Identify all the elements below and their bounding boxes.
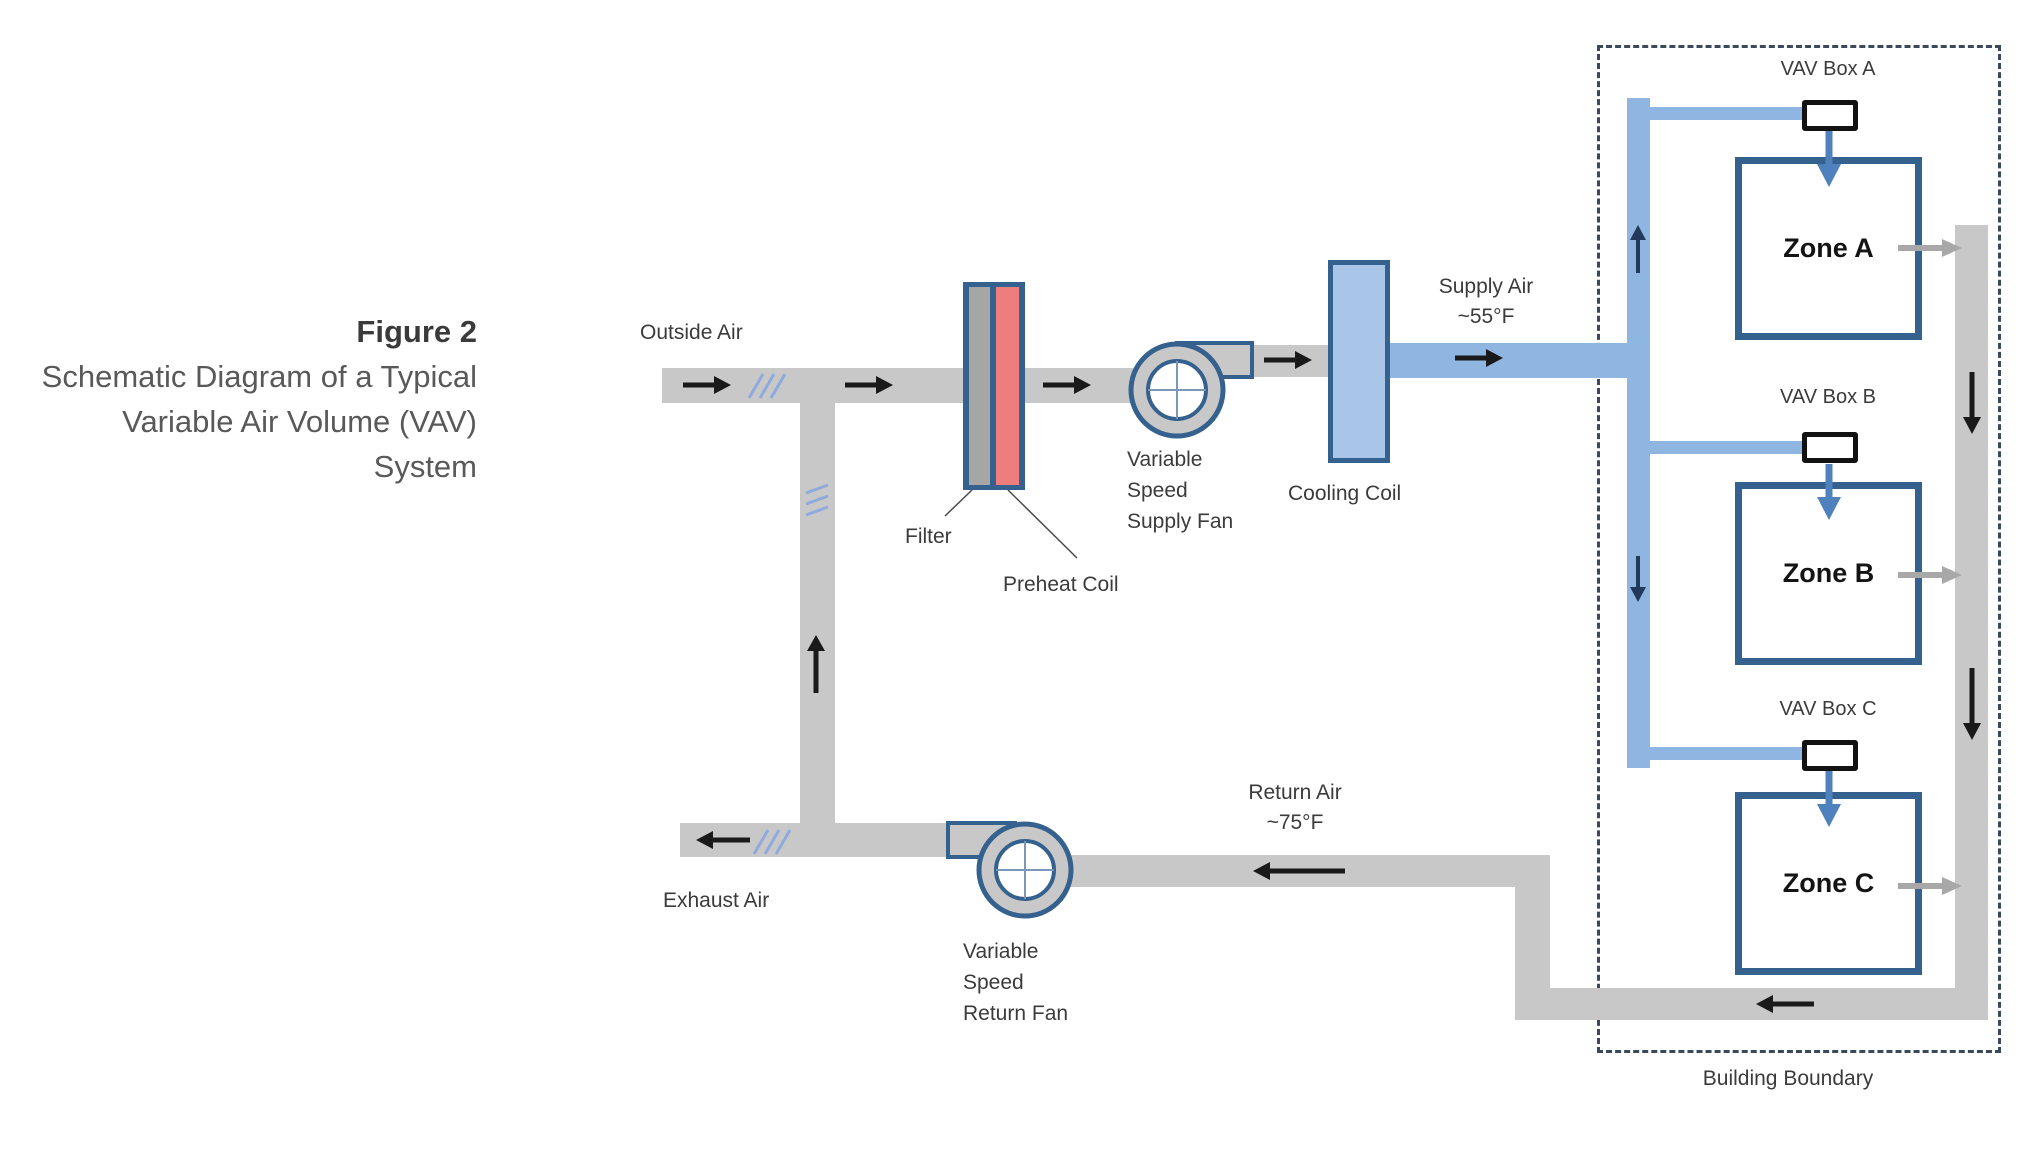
branch-duct-b [1647,441,1806,454]
figure-caption-line2: Variable Air Volume (VAV) System [122,404,477,484]
supply-air-label-line1: Supply Air [1438,275,1534,298]
relief-flow-down-icon [1963,372,1981,434]
filter-element [969,287,990,485]
riser-flow-down-icon [1630,556,1646,602]
return-fan-icon [946,821,1074,919]
preheat-coil-label: Preheat Coil [1003,573,1119,596]
outside-air-label: Outside Air [640,321,743,344]
flow-arrow-right-icon [1455,349,1503,367]
return-fan-label-line1: Variable [963,940,1039,963]
zone-c-label: Zone C [1782,868,1875,898]
zone-c-return-arrow-icon [1898,877,1962,895]
return-fan-label-line3: Return Fan [963,1002,1069,1025]
recirculation-duct [800,400,835,857]
flow-arrow-right-icon [683,376,731,394]
riser-flow-up-icon [1630,225,1646,273]
vav-c-supply-arrow-icon [1817,771,1841,827]
zone-b-return-arrow-icon [1898,566,1962,584]
figure-title: Figure 2 [356,314,477,349]
zone-b-label: Zone B [1782,558,1875,588]
supply-riser-duct [1627,98,1650,768]
supply-fan-label-line2: Speed [1127,479,1188,502]
flow-arrow-left-icon [1756,995,1814,1013]
figure-caption-block: Figure 2 Schematic Diagram of a Typical … [27,310,477,489]
supply-fan-label-line3: Supply Fan [1127,510,1234,533]
outside-air-duct [662,368,1180,403]
supply-fan-icon [1128,341,1254,439]
flow-arrow-right-icon [1043,376,1091,394]
building-return-duct [1515,988,1988,1020]
return-air-temp: ~75°F [1266,811,1324,834]
vav-box-b-label: VAV Box B [1780,386,1876,408]
cooling-coil-label: Cooling Coil [1288,482,1402,505]
flow-arrow-right-icon [845,376,893,394]
exhaust-air-label: Exhaust Air [663,889,770,912]
building-boundary-outline [1597,45,2001,1053]
relief-air-duct [1955,225,1988,1020]
building-boundary-label: Building Boundary [1702,1067,1874,1090]
figure-caption-line1: Schematic Diagram of a Typical [41,359,477,394]
filter-preheat-assembly [963,282,1025,490]
zone-a-return-arrow-icon [1898,239,1962,257]
exhaust-damper-icon [752,829,792,855]
flow-arrow-left-icon [696,831,750,849]
vav-a-supply-arrow-icon [1817,131,1841,187]
vav-box-a-label: VAV Box A [1780,58,1876,80]
vav-box-b [1802,432,1858,463]
supply-fan-label: Variable Speed Supply Fan [1127,444,1233,537]
label-leader-lines [944,489,1078,559]
return-fan-label: Variable Speed Return Fan [963,936,1068,1029]
branch-duct-a [1647,107,1806,120]
flow-arrow-up-icon [807,635,825,693]
branch-duct-c [1647,747,1806,760]
flow-arrow-left-icon [1253,862,1345,880]
filter-label: Filter [905,525,952,548]
vav-box-a [1802,100,1858,131]
flow-arrow-right-icon [1264,351,1312,369]
supply-air-label: Supply Air ~55°F [1416,272,1556,332]
return-air-label: Return Air ~75°F [1225,778,1365,838]
return-fan-label-line2: Speed [963,971,1024,994]
zone-a-label: Zone A [1783,233,1874,263]
cooling-coil [1328,260,1390,463]
relief-flow-down-icon [1963,668,1981,740]
return-air-label-line1: Return Air [1248,781,1342,804]
supply-fan-label-line1: Variable [1127,448,1203,471]
zone-a-box: Zone A [1735,157,1922,340]
recirculation-damper-icon [805,483,829,517]
preheat-coil-element [996,287,1019,485]
outside-air-damper-icon [747,373,787,399]
vav-box-c [1802,740,1858,771]
vav-b-supply-arrow-icon [1817,464,1841,520]
supply-air-duct [1390,343,1650,378]
vav-box-c-label: VAV Box C [1779,698,1877,720]
supply-air-temp: ~55°F [1457,305,1515,328]
